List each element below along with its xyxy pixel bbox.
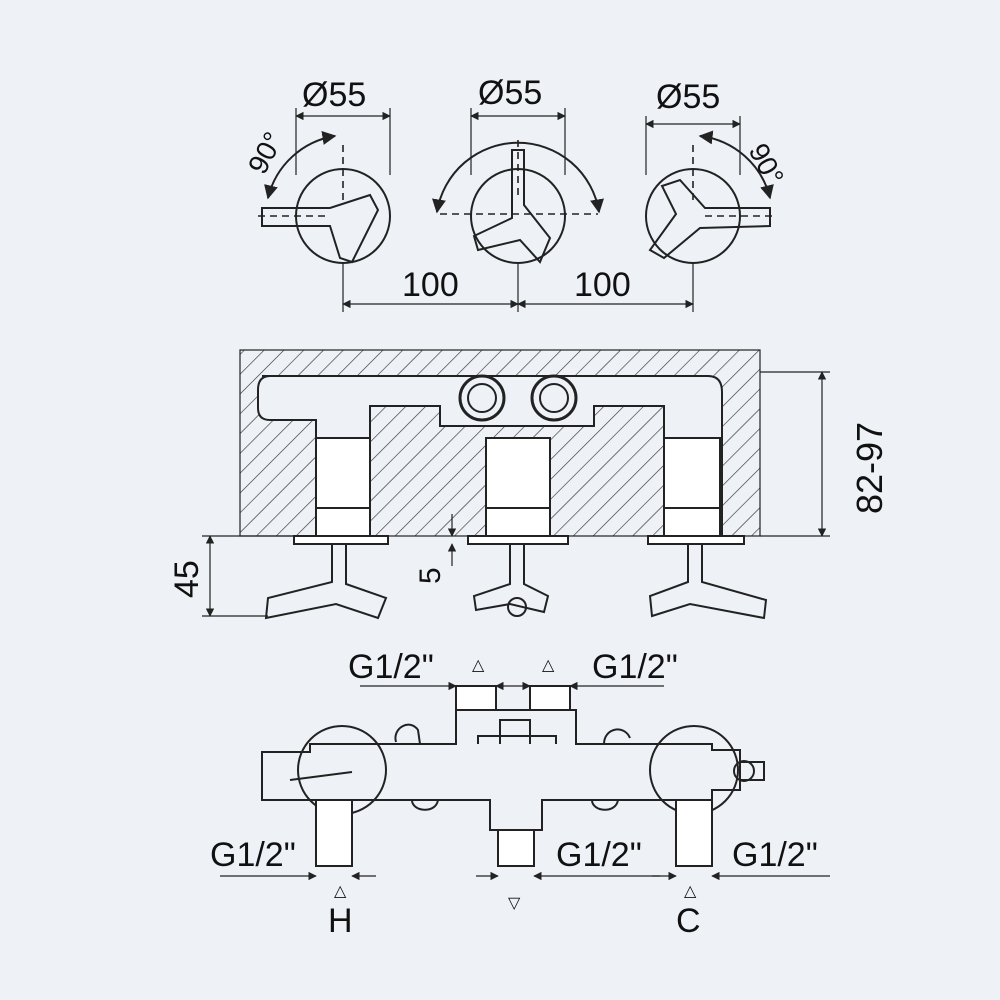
thread-bottom-center-label: G1/2"	[556, 836, 642, 874]
flow-up-symbol-left: △	[472, 657, 485, 674]
right-handle-top	[645, 130, 775, 264]
right-handle-side	[648, 544, 768, 620]
top-view: Ø55 Ø55 Ø55 90° 90° 100 100	[242, 74, 790, 312]
gap-label: 5	[414, 567, 447, 584]
spacing-dimensions	[342, 262, 694, 312]
projection-label: 45	[168, 560, 206, 598]
angle-left-label: 90°	[242, 127, 289, 179]
flow-up-symbol-right: △	[542, 657, 555, 674]
thread-bottom-left-label: G1/2"	[210, 836, 296, 874]
center-handle-side	[472, 544, 550, 614]
center-handle-top	[432, 140, 604, 264]
flow-up-symbol-hot: △	[334, 883, 347, 900]
hot-label: H	[328, 902, 353, 940]
left-handle-side	[264, 544, 388, 620]
flow-up-symbol-cold: △	[684, 883, 697, 900]
spacing-right-label: 100	[574, 266, 631, 304]
thread-top-right-label: G1/2"	[592, 648, 678, 686]
diameter-left-label: Ø55	[302, 76, 366, 114]
diameter-dimensions	[295, 108, 741, 175]
angle-right-label: 90°	[743, 138, 790, 190]
pipe-right-circle	[530, 374, 578, 422]
diameter-center-label: Ø55	[478, 74, 542, 112]
cold-label: C	[676, 902, 701, 940]
bottom-view	[220, 681, 830, 881]
diameter-right-label: Ø55	[656, 78, 720, 116]
side-view: 82-97 45 5	[168, 349, 890, 620]
pipe-left-circle	[458, 374, 506, 422]
thread-bottom-right-label: G1/2"	[732, 836, 818, 874]
flow-down-symbol: ▽	[508, 895, 521, 912]
spacing-left-label: 100	[402, 266, 459, 304]
depth-label: 82-97	[849, 422, 890, 514]
thread-top-left-label: G1/2"	[348, 648, 434, 686]
